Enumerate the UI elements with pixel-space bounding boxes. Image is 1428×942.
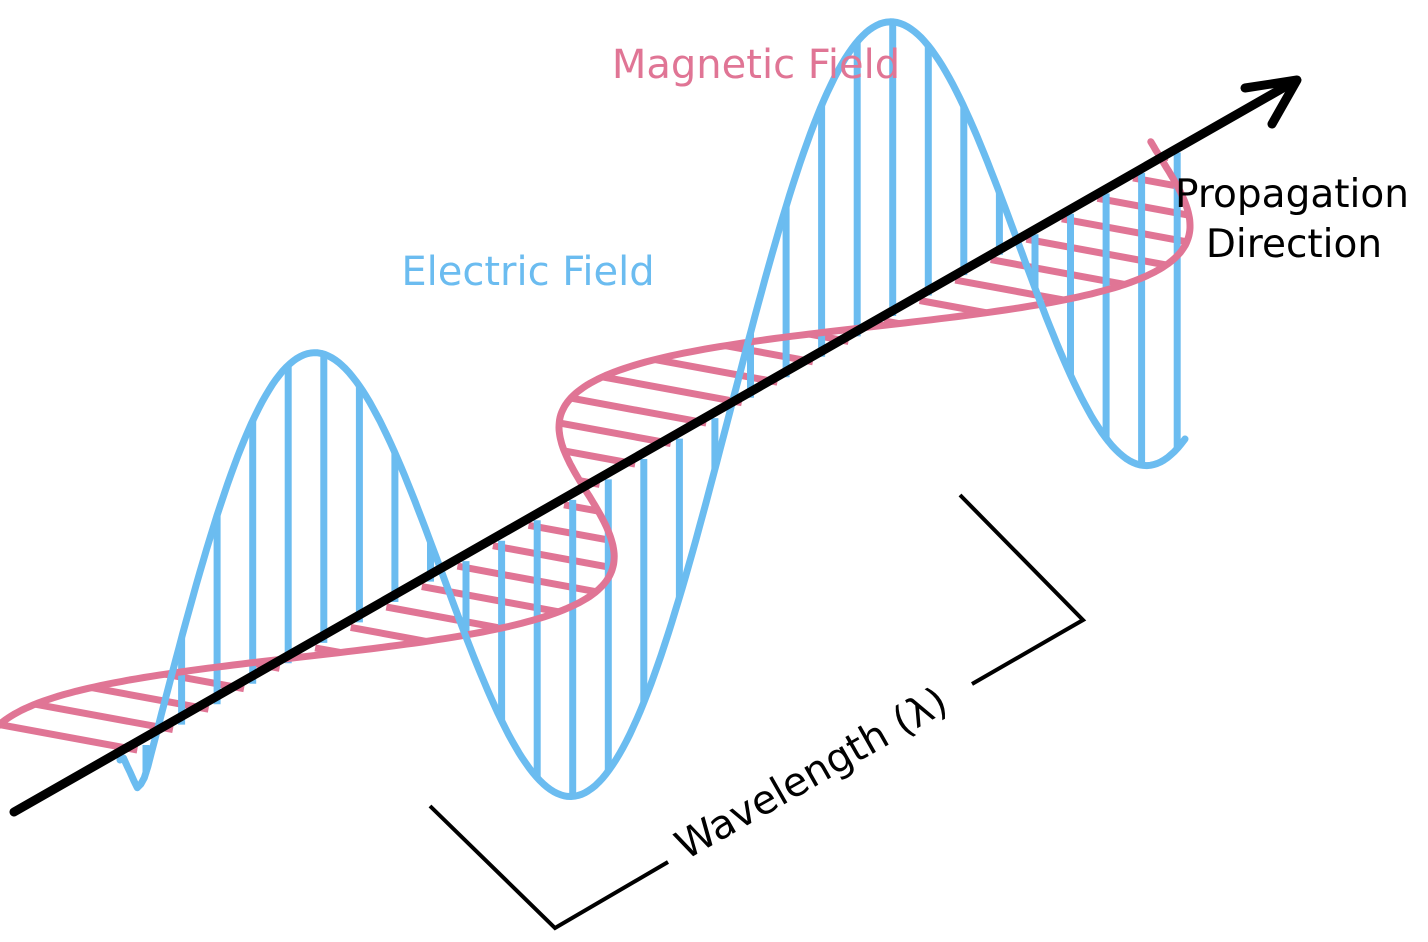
magnetic-hatch-line bbox=[601, 373, 743, 407]
wavelength-bracket-left bbox=[428, 804, 670, 931]
magnetic-hatch-line bbox=[990, 256, 1126, 288]
wavelength-label: Wavelength (λ) bbox=[668, 678, 956, 869]
magnetic-hatch-line bbox=[385, 603, 502, 632]
electric-field-wave bbox=[116, 18, 1189, 800]
electric-field-label: Electric Field bbox=[401, 249, 654, 295]
magnetic-hatch-line bbox=[918, 297, 987, 317]
propagation-label-line1: Propagation bbox=[1175, 172, 1409, 217]
magnetic-field-label: Magnetic Field bbox=[612, 42, 900, 88]
propagation-axis bbox=[9, 79, 1295, 817]
magnetic-hatch-line bbox=[724, 342, 814, 366]
magnetic-field-wave bbox=[0, 138, 1194, 729]
propagation-arrow-head-icon bbox=[1240, 75, 1302, 129]
wavelength-bracket-right bbox=[958, 493, 1087, 686]
magnetic-hatch-line bbox=[954, 276, 1065, 304]
magnetic-hatch-line bbox=[558, 419, 672, 447]
magnetic-hatch-line bbox=[492, 542, 614, 572]
magnetic-hatch-line bbox=[1061, 215, 1188, 246]
magnetic-hatch-line bbox=[0, 721, 138, 754]
magnetic-hatch-line bbox=[570, 394, 707, 427]
magnetic-hatch-line bbox=[34, 700, 174, 734]
magnetic-hatch-line bbox=[90, 684, 210, 713]
magnetic-hatch-line bbox=[654, 356, 779, 386]
magnetic-hatch-line bbox=[350, 623, 427, 645]
magnetic-hatch-line bbox=[1025, 235, 1167, 269]
propagation-label-line2: Direction bbox=[1206, 222, 1382, 267]
electric-field-hatching bbox=[142, 21, 1181, 797]
